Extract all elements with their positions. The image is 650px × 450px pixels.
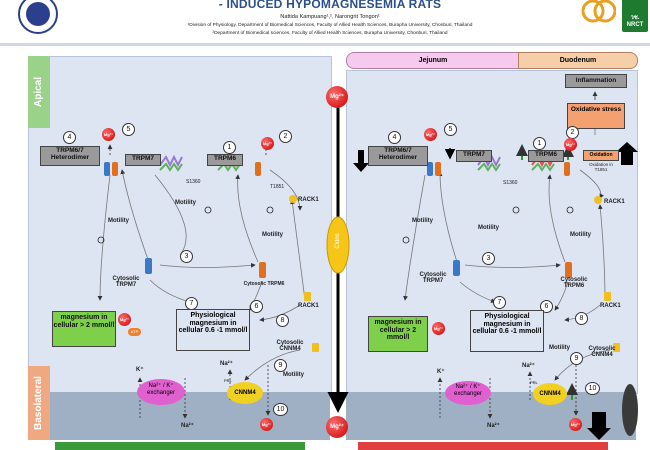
oxidation-box: Oxidation: [583, 150, 619, 161]
motility-label-4: Motility: [283, 372, 304, 378]
cytosolic-cnnm4-label: Cytosolic CNNM4: [276, 340, 304, 352]
right-step-4-badge: 4: [388, 131, 401, 144]
right-trpm67-heterodimer-box: TRPM6/7 Heterodimer: [368, 146, 428, 166]
step-8-badge: 8: [276, 314, 289, 327]
mg-ion-top: Mg²⁺: [326, 86, 348, 108]
right-mg-ion-10: Mg²⁺: [569, 418, 582, 431]
mg-ion-2: Mg²⁺: [261, 137, 274, 150]
rack1-label: RACK1: [298, 197, 319, 203]
atp-badge: ATP: [128, 328, 141, 336]
s1360-label: S1360: [186, 179, 201, 185]
trpm67-heterodimer-box: TRPM6/7 Heterodimer: [40, 146, 100, 166]
mg-ion-5: Mg²⁺: [102, 128, 115, 141]
right-step-9-badge: 9: [570, 352, 583, 365]
claudin-label: Cldns: [335, 233, 341, 249]
right-na-bottom-label: Na²⁺: [487, 423, 500, 429]
page-title: - INDUCED HYPOMAGNESEMIA RATS: [218, 0, 442, 11]
oxidation-in-label: Oxidation in T1851: [589, 162, 613, 172]
right-step-8-badge: 8: [575, 312, 588, 325]
cytosolic-trpm7-label: Cytosolic TRPM7: [112, 276, 140, 288]
cnnm4-right: CNNM4: [533, 383, 567, 405]
right-step-3-badge: 3: [482, 252, 495, 265]
mg-ion-10: Mg²⁺: [260, 418, 273, 431]
right-physiological-mg-box: Physiological magnesium in cellular 0.6 …: [470, 310, 544, 352]
mg-ion-bottom: Mg²⁺: [326, 416, 348, 438]
header: [0, 0, 650, 44]
na-top-label: Na²⁺: [220, 361, 233, 367]
cytosolic-trpm6-label: Cytosolic TRPM6: [243, 281, 285, 287]
right-k-ion-label: K⁺: [437, 369, 445, 375]
right-mg-cellular-high-box: magnesium in cellular > 2 mmol/l: [368, 316, 428, 352]
k-ion-label: K⁺: [136, 367, 144, 373]
right-cytosolic-trpm7-label: Cytosolic TRPM7: [419, 272, 447, 284]
right-rack1-bottom-label: RACK1: [600, 303, 621, 309]
right-mg-ion-2: Mg²⁺: [564, 138, 577, 151]
motility-label-3: Motility: [262, 232, 283, 238]
rack1-bottom-label: RACK1: [298, 303, 319, 309]
step-7-badge: 7: [185, 297, 198, 310]
university-logo: [18, 0, 58, 34]
affiliation-2: ²Department of Biomedical sciences, Facu…: [212, 31, 448, 36]
right-rack1-label: RACK1: [604, 199, 625, 205]
right-motility-label-3: Motility: [570, 232, 591, 238]
affiliation-1: ¹Division of Physiology, Department of B…: [187, 23, 473, 28]
normal-bar: [55, 442, 305, 450]
step-2-badge: 2: [279, 130, 292, 143]
cnnm4-left: CNNM4: [227, 382, 263, 404]
step-9-badge: 9: [274, 359, 287, 372]
right-step-7-badge: 7: [493, 296, 506, 309]
motility-label-1: Motility: [108, 218, 129, 224]
right-trpm6-box: TRPM6: [528, 150, 564, 162]
nrct-logo: วช. NRCT: [622, 0, 648, 32]
t1851-label: T1851: [270, 184, 285, 190]
step-10-badge: 10: [273, 403, 288, 416]
right-step-5-badge: 5: [444, 123, 457, 136]
right-motility-label-1: Motility: [412, 218, 433, 224]
right-step-1-badge: 1: [533, 137, 546, 150]
right-cytosolic-cnnm4-label: Cytosolic CNNM4: [588, 346, 616, 358]
ppi-bar: [358, 442, 608, 450]
prl-right: PRL: [530, 380, 538, 385]
inflammation-box: Inflammation: [565, 74, 627, 88]
duodenum-tab: Duodenum: [518, 52, 638, 69]
motility-label-2: Motility: [175, 200, 196, 206]
right-step-10-badge: 10: [585, 382, 600, 395]
right-cytosolic-trpm6-label: Cytosolic TRPM6: [560, 277, 588, 289]
right-trpm7-box: TRPM7: [456, 150, 492, 162]
right-s1360-label: S1360: [503, 180, 518, 186]
exchanger-left: Na²⁺ / K⁺ exchanger: [137, 379, 185, 405]
header-divider: [0, 43, 650, 46]
mg-ion-cellular: Mg²⁺: [118, 313, 131, 326]
step-4-badge: 4: [63, 131, 76, 144]
right-mg-ion-cellular: Mg²⁺: [432, 322, 445, 335]
step-1-badge: 1: [223, 141, 236, 154]
na-bottom-label: Na²⁺: [181, 423, 194, 429]
nrct-logo-text: วช. NRCT: [626, 15, 644, 28]
right-step-6-badge: 6: [540, 300, 553, 313]
right-mg-ion-5: Mg²⁺: [424, 128, 437, 141]
right-motility-label-2: Motility: [478, 225, 499, 231]
prl-left: PRL: [224, 378, 232, 383]
anniversary-logo: [581, 0, 616, 23]
step-5-badge: 5: [122, 123, 135, 136]
trpm6-box: TRPM6: [207, 154, 243, 166]
physiological-mg-box: Physiological magnesium in cellular 0.6 …: [176, 309, 250, 351]
mg-cellular-high-box: magnesium in cellular > 2 mmol/l: [52, 311, 116, 347]
oxidative-stress-box: Oxidative stress: [567, 103, 625, 129]
step-3-badge: 3: [180, 250, 193, 263]
exchanger-right: Na²⁺ / K⁺ exchanger: [445, 381, 491, 405]
authors: Nattida Kampuang¹,², Narongrit Tongon¹: [280, 14, 380, 20]
step-6-badge: 6: [250, 300, 263, 313]
right-na-top-label: Na²⁺: [522, 363, 535, 369]
trpm7-box: TRPM7: [125, 154, 161, 166]
right-motility-label-4: Motility: [549, 345, 570, 351]
